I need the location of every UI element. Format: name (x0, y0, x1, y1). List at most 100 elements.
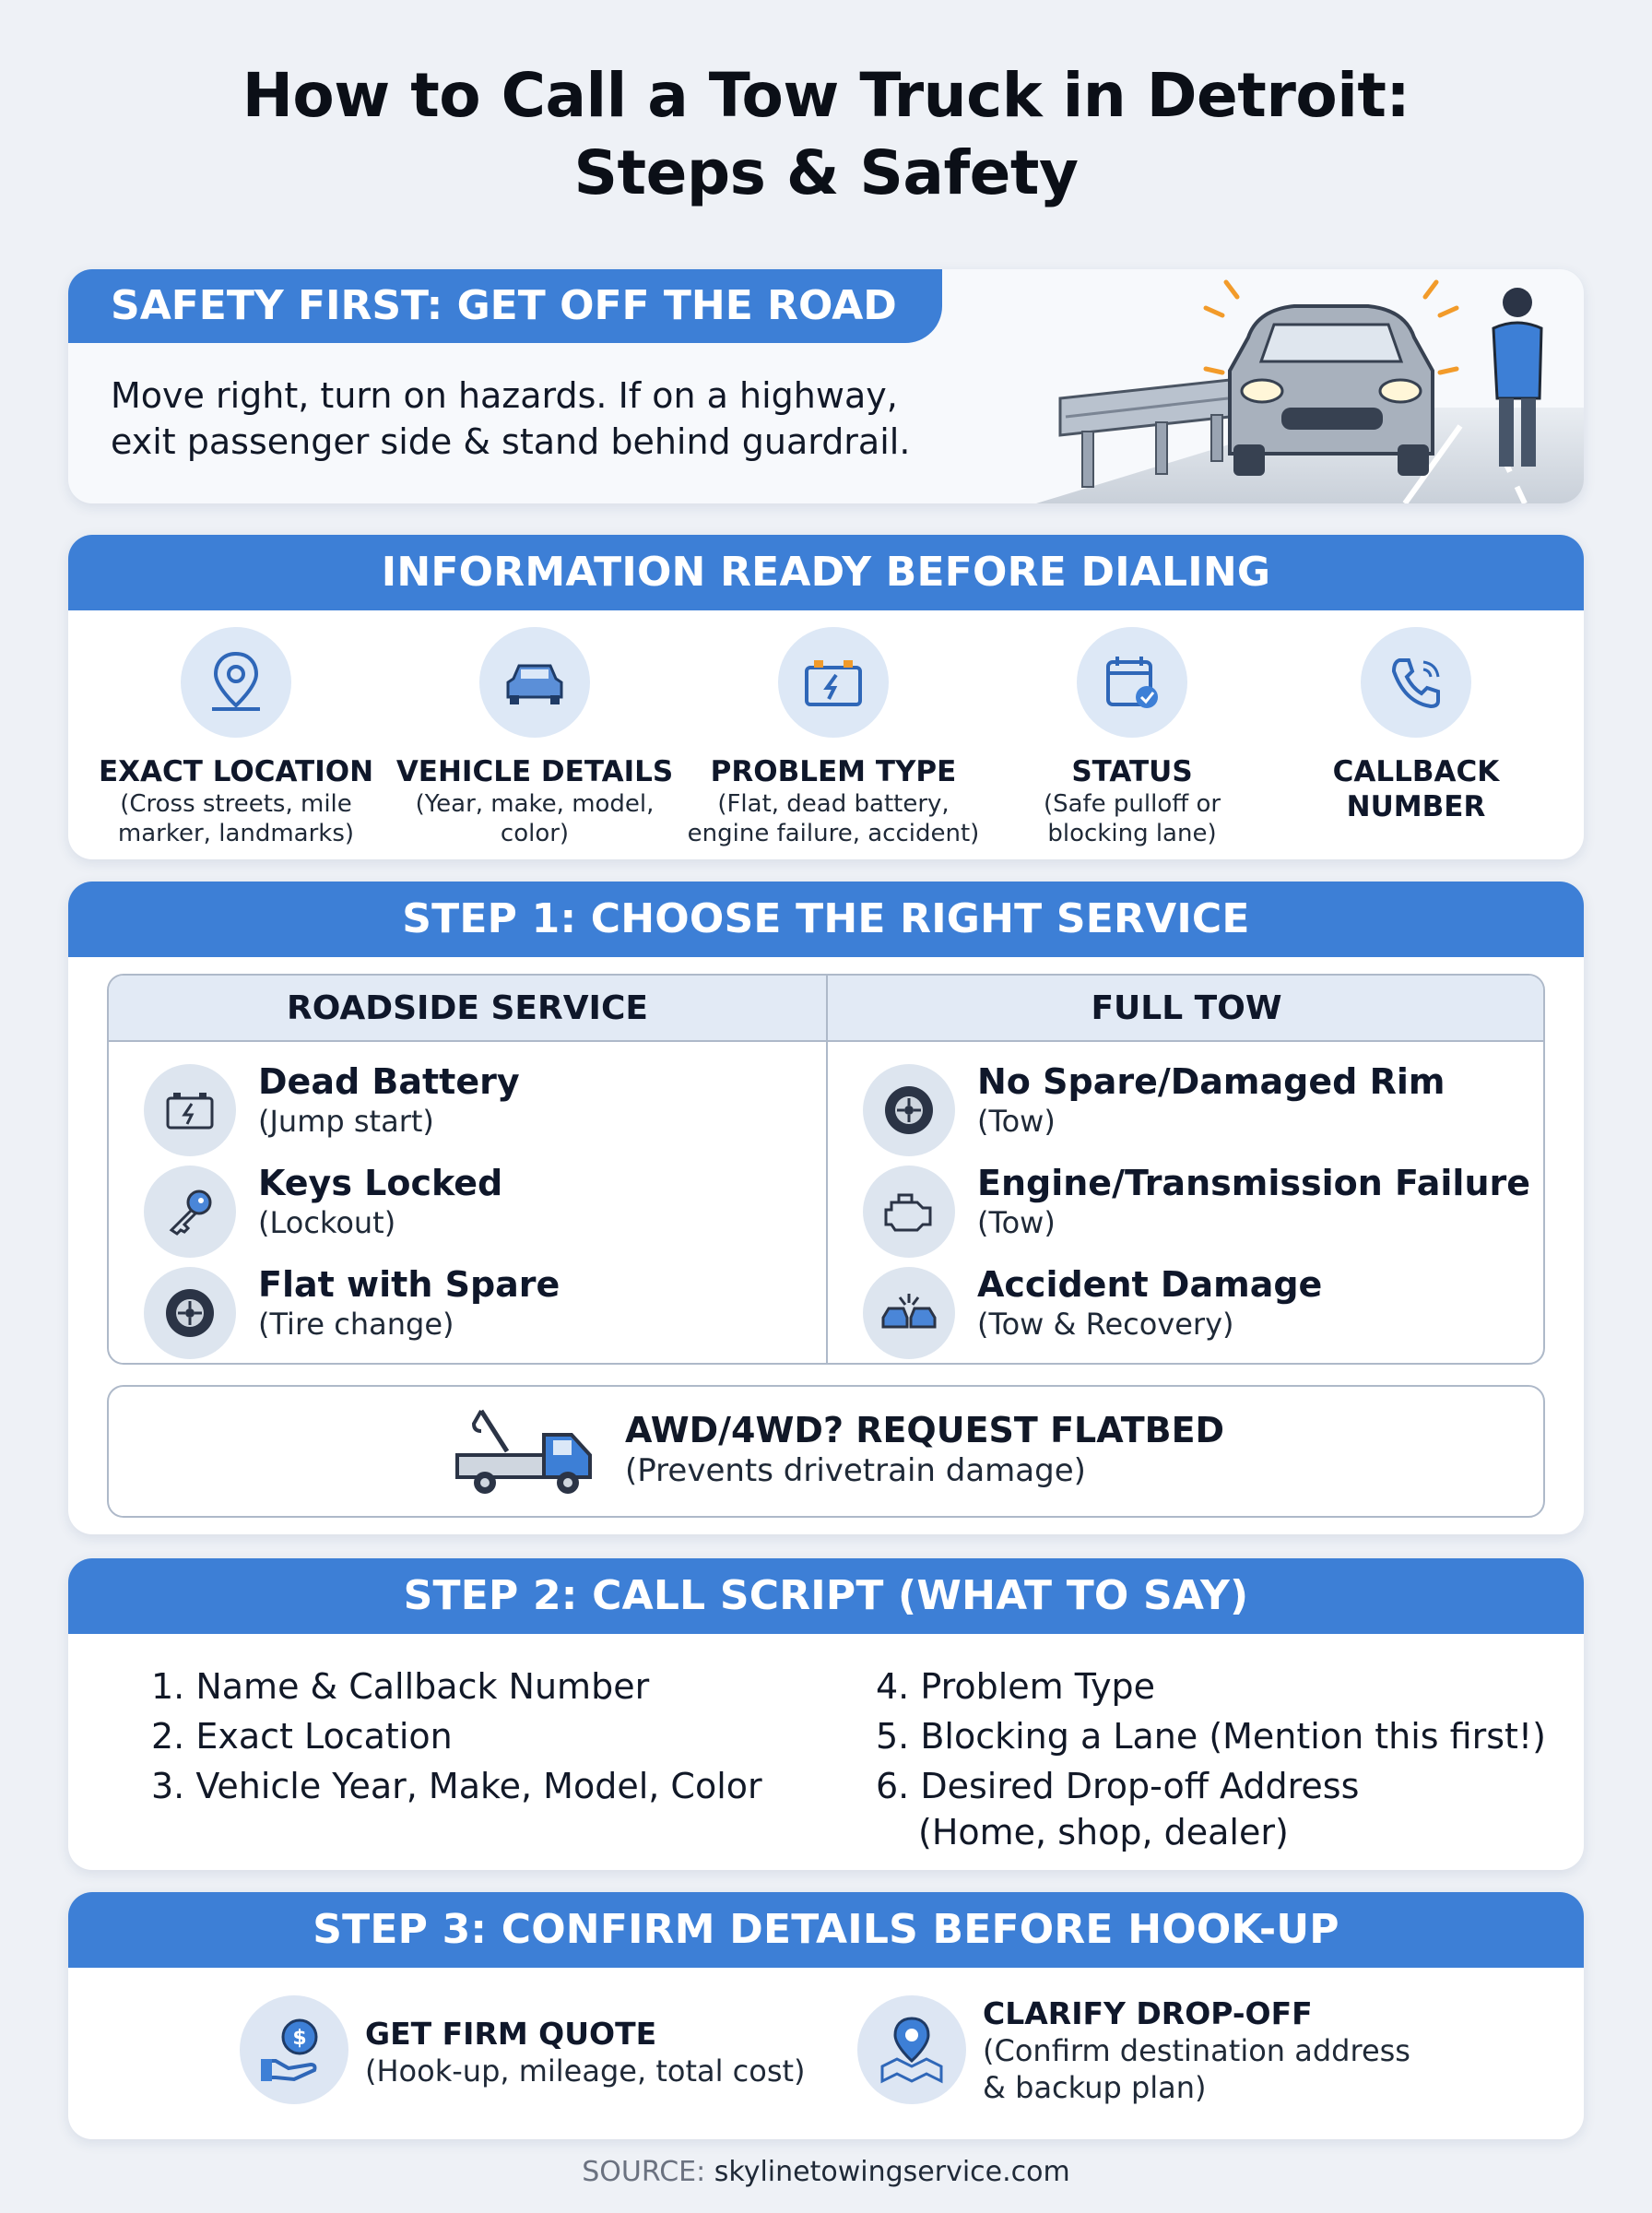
info-item-callback: CALLBACK NUMBER (1268, 627, 1564, 824)
script-item: 6. Desired Drop-off Address (876, 1766, 1360, 1806)
step2-heading: STEP 2: CALL SCRIPT (WHAT TO SAY) (68, 1558, 1584, 1634)
script-list-right: 4. Problem Type 5. Blocking a Lane (Ment… (876, 1662, 1546, 1853)
guardrail-icon (1058, 378, 1232, 488)
service-table: ROADSIDE SERVICE FULL TOW Dead Battery (… (107, 974, 1545, 1365)
info-heading: INFORMATION READY BEFORE DIALING (68, 535, 1584, 610)
info-label-2: NUMBER (1346, 790, 1486, 823)
calendar-check-icon (1077, 627, 1187, 738)
location-pin-icon (181, 627, 291, 738)
info-desc-2: marker, landmarks) (117, 820, 355, 847)
service-name: No Spare/Damaged Rim (977, 1061, 1446, 1102)
service-name: Keys Locked (258, 1163, 503, 1203)
battery-icon (144, 1064, 236, 1156)
service-sub: (Lockout) (258, 1205, 396, 1240)
info-desc-2: color) (500, 820, 570, 847)
service-name: Flat with Spare (258, 1264, 560, 1305)
safety-line-1: Move right, turn on hazards. If on a hig… (111, 375, 898, 416)
tow-truck-icon (455, 1409, 592, 1494)
car-icon (479, 627, 590, 738)
script-item: 3. Vehicle Year, Make, Model, Color (151, 1766, 762, 1806)
map-pin-icon (857, 1995, 966, 2104)
person-icon (1492, 288, 1543, 467)
title-line-2: Steps & Safety (573, 137, 1079, 208)
script-item: 5. Blocking a Lane (Mention this first!) (876, 1716, 1546, 1757)
safety-card: SAFETY FIRST: GET OFF THE ROAD Move righ… (68, 269, 1584, 503)
info-label: STATUS (1071, 755, 1193, 788)
service-sub: (Tire change) (258, 1307, 454, 1342)
info-desc-1: (Year, make, model, (415, 790, 655, 818)
info-label: PROBLEM TYPE (710, 755, 957, 788)
service-sub: (Tow & Recovery) (977, 1307, 1234, 1342)
info-label: EXACT LOCATION (98, 755, 374, 788)
tire-icon (144, 1267, 236, 1359)
phone-icon (1361, 627, 1471, 738)
info-desc-1: (Flat, dead battery, (717, 790, 950, 818)
info-item-vehicle: VEHICLE DETAILS (Year, make, model, colo… (387, 627, 682, 848)
roadside-item: Keys Locked (Lockout) (144, 1162, 789, 1258)
info-card: INFORMATION READY BEFORE DIALING EXACT L… (68, 535, 1584, 859)
roadside-illustration (1036, 279, 1584, 503)
info-desc-1: (Safe pulloff or (1043, 790, 1221, 818)
flatbed-sub: (Prevents drivetrain damage) (625, 1452, 1086, 1489)
fulltow-item: Accident Damage (Tow & Recovery) (863, 1263, 1527, 1359)
script-item: 4. Problem Type (876, 1666, 1156, 1707)
confirm-quote: $ GET FIRM QUOTE (Hook-up, mileage, tota… (240, 1995, 830, 2115)
service-name: Engine/Transmission Failure (977, 1163, 1531, 1203)
crash-icon (863, 1267, 955, 1359)
service-name: Dead Battery (258, 1061, 520, 1102)
key-icon (144, 1166, 236, 1258)
safety-text: Move right, turn on hazards. If on a hig… (111, 373, 959, 465)
battery-icon (778, 627, 889, 738)
info-item-problem: PROBLEM TYPE (Flat, dead battery, engine… (686, 627, 981, 848)
info-item-status: STATUS (Safe pulloff or blocking lane) (985, 627, 1280, 848)
source-site: skylinetowingservice.com (714, 2156, 1070, 2188)
info-label: VEHICLE DETAILS (395, 755, 674, 788)
info-desc-1: (Cross streets, mile (120, 790, 352, 818)
tire-icon (863, 1064, 955, 1156)
car-icon (1203, 279, 1459, 476)
money-hand-icon: $ (240, 1995, 348, 2104)
flatbed-title: AWD/4WD? REQUEST FLATBED (625, 1410, 1225, 1450)
service-sub: (Tow) (977, 1104, 1056, 1139)
script-item: 1. Name & Callback Number (151, 1666, 650, 1707)
fulltow-header: FULL TOW (826, 976, 1543, 1042)
script-list-left: 1. Name & Callback Number 2. Exact Locat… (151, 1662, 762, 1811)
info-desc-2: engine failure, accident) (687, 820, 980, 847)
step3-heading: STEP 3: CONFIRM DETAILS BEFORE HOOK-UP (68, 1892, 1584, 1968)
source-line: SOURCE: skylinetowingservice.com (0, 2156, 1652, 2188)
info-items: EXACT LOCATION (Cross streets, mile mark… (68, 627, 1584, 848)
flatbed-box: AWD/4WD? REQUEST FLATBED (Prevents drive… (107, 1385, 1545, 1518)
step2-card: STEP 2: CALL SCRIPT (WHAT TO SAY) 1. Nam… (68, 1558, 1584, 1870)
source-label: SOURCE: (582, 2156, 706, 2188)
safety-line-2: exit passenger side & stand behind guard… (111, 421, 911, 462)
script-item-note: (Home, shop, dealer) (918, 1812, 1289, 1852)
title-line-1: How to Call a Tow Truck in Detroit: (242, 60, 1410, 131)
step3-card: STEP 3: CONFIRM DETAILS BEFORE HOOK-UP $… (68, 1892, 1584, 2139)
dropoff-sub-1: (Confirm destination address (983, 2033, 1410, 2068)
info-label-1: CALLBACK (1332, 755, 1500, 788)
service-name: Accident Damage (977, 1264, 1323, 1305)
safety-heading: SAFETY FIRST: GET OFF THE ROAD (68, 269, 942, 343)
fulltow-item: No Spare/Damaged Rim (Tow) (863, 1060, 1527, 1156)
confirm-dropoff: CLARIFY DROP-OFF (Confirm destination ad… (857, 1995, 1521, 2115)
column-divider (826, 976, 828, 1363)
svg-text:$: $ (292, 2027, 306, 2050)
step1-card: STEP 1: CHOOSE THE RIGHT SERVICE ROADSID… (68, 882, 1584, 1534)
info-desc-2: blocking lane) (1047, 820, 1217, 847)
service-sub: (Jump start) (258, 1104, 434, 1139)
dropoff-title: CLARIFY DROP-OFF (983, 1995, 1313, 2031)
roadside-header: ROADSIDE SERVICE (109, 976, 826, 1042)
fulltow-item: Engine/Transmission Failure (Tow) (863, 1162, 1531, 1258)
roadside-item: Dead Battery (Jump start) (144, 1060, 789, 1156)
quote-title: GET FIRM QUOTE (365, 2016, 657, 2052)
service-sub: (Tow) (977, 1205, 1056, 1240)
dropoff-sub-2: & backup plan) (983, 2070, 1207, 2105)
engine-icon (863, 1166, 955, 1258)
script-item: 2. Exact Location (151, 1716, 453, 1757)
page-title: How to Call a Tow Truck in Detroit: Step… (0, 57, 1652, 212)
roadside-item: Flat with Spare (Tire change) (144, 1263, 789, 1359)
quote-sub: (Hook-up, mileage, total cost) (365, 2053, 806, 2089)
step1-heading: STEP 1: CHOOSE THE RIGHT SERVICE (68, 882, 1584, 957)
info-item-location: EXACT LOCATION (Cross streets, mile mark… (88, 627, 384, 848)
